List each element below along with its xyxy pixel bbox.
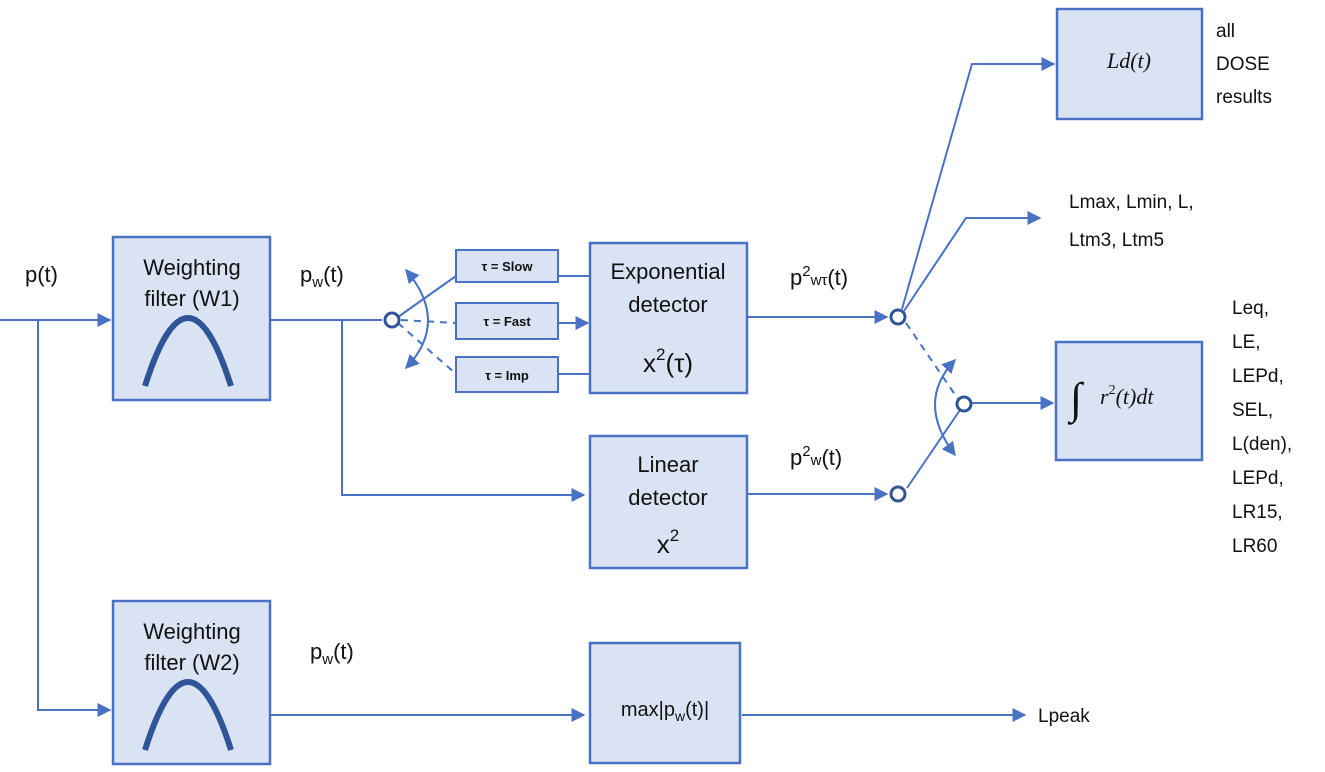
lin-line1: Linear: [637, 452, 698, 477]
max-formula: max|pw(t)|: [621, 699, 709, 724]
w1-filter-box: Weighting filter (W1): [111, 235, 272, 402]
leq-output-text: Leq, LE, LEPd, SEL, L(den), LEPd, LR15, …: [1232, 298, 1292, 557]
max-box: max|pw(t)|: [588, 641, 742, 765]
tau-slow-box: τ = Slow: [455, 249, 559, 283]
lin-line2: detector: [628, 485, 708, 510]
integral-box: ∫ r2(t)dt: [1054, 340, 1204, 462]
leq-line-5: L(den),: [1232, 434, 1292, 455]
switch2-node: [955, 395, 973, 413]
exp-formula: x2(τ): [643, 345, 693, 378]
w1-line2: filter (W1): [144, 286, 239, 311]
switch1-node: [383, 311, 401, 329]
lmax-output-text: Lmax, Lmin, L, Ltm3, Ltm5: [1069, 192, 1194, 251]
switch2-solid-link: [906, 409, 961, 489]
to-ld-wire: [901, 57, 1056, 310]
switch2-selector-arc: [934, 358, 956, 457]
exponential-detector-box: Exponential detector x2(τ): [588, 241, 749, 395]
leq-line-2: LE,: [1232, 332, 1261, 353]
w2-filter-curve: [142, 679, 234, 751]
linear-detector-box: Linear detector x2: [588, 434, 749, 570]
w2-line1: Weighting: [143, 619, 240, 644]
input-branch-to-w2: [37, 320, 112, 717]
integral-sign: ∫: [1067, 374, 1085, 425]
input-label: p(t): [25, 262, 58, 287]
pw-upper-label: pw(t): [300, 262, 344, 291]
tau-slow-label: τ = Slow: [482, 259, 534, 274]
pw-lower-label: pw(t): [310, 639, 354, 668]
to-lmax-wire: [903, 211, 1042, 312]
integral-formula: r2(t)dt: [1100, 383, 1154, 409]
tau-imp-box: τ = Imp: [455, 356, 559, 393]
w2-filter-box: Weighting filter (W2): [111, 599, 272, 766]
ld-box: Ld(t): [1055, 7, 1204, 121]
dose-line-3: results: [1216, 87, 1272, 108]
lin-output-node: [889, 485, 907, 503]
switch2-dashed-link: [905, 322, 959, 400]
w1-line1: Weighting: [143, 255, 240, 280]
lin-formula: x2: [657, 526, 679, 559]
tau-fast-label: τ = Fast: [483, 314, 531, 329]
leq-line-8: LR60: [1232, 536, 1277, 557]
exp-line1: Exponential: [611, 259, 726, 284]
exp-line2: detector: [628, 292, 708, 317]
lmax-line-2: Ltm3, Ltm5: [1069, 230, 1164, 251]
lpeak-output-text: Lpeak: [1038, 706, 1090, 727]
leq-line-4: SEL,: [1232, 400, 1273, 421]
leq-line-7: LR15,: [1232, 502, 1283, 523]
tau-imp-label: τ = Imp: [485, 368, 529, 383]
ld-formula: Ld(t): [1106, 48, 1151, 73]
dose-line-1: all: [1216, 21, 1235, 42]
w1-filter-curve: [142, 315, 234, 387]
exp-output-node: [889, 308, 907, 326]
dose-line-2: DOSE: [1216, 54, 1270, 75]
lmax-line-1: Lmax, Lmin, L,: [1069, 192, 1194, 213]
tau-fast-box: τ = Fast: [455, 302, 559, 340]
connections: [0, 57, 1056, 722]
leq-line-3: LEPd,: [1232, 366, 1284, 387]
leq-line-1: Leq,: [1232, 298, 1269, 319]
leq-line-6: LEPd,: [1232, 468, 1284, 489]
switch1-selector-arc: [405, 268, 429, 370]
p2wt-label: p2wτ(t): [790, 263, 848, 290]
w2-line2: filter (W2): [144, 650, 239, 675]
dose-output-text: all DOSE results: [1216, 21, 1272, 108]
p2w-label: p2w(t): [790, 443, 842, 470]
branch-to-linear-detector: [341, 320, 586, 502]
